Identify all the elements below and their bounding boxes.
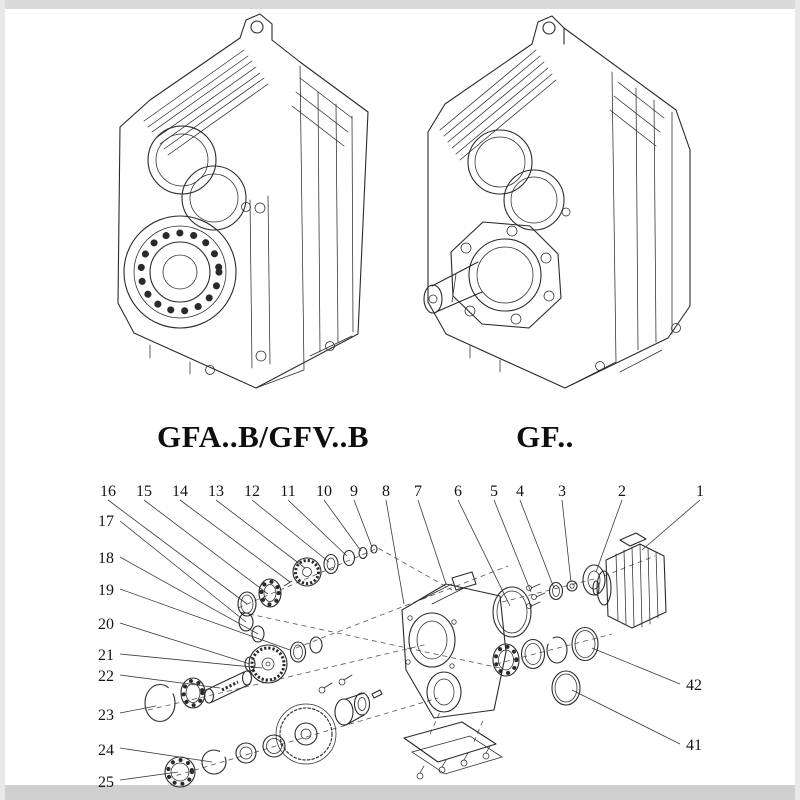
part-intermediate-bearing <box>180 677 206 709</box>
part-cover-screws <box>416 745 491 780</box>
output-shaft <box>423 261 483 314</box>
output-bearing <box>123 215 237 329</box>
part-number-12: 12 <box>244 483 260 500</box>
part-number-5: 5 <box>490 483 498 500</box>
part-seal-ring-small <box>548 581 564 601</box>
part-numbers-right-column: 42 41 <box>686 677 702 754</box>
part-motor-flange <box>582 564 606 596</box>
part-spacer-19 <box>289 641 307 663</box>
part-input-gear <box>283 557 322 587</box>
part-key <box>371 689 383 699</box>
part-number-22: 22 <box>98 668 114 685</box>
part-number-3: 3 <box>558 483 566 500</box>
mounting-feet <box>469 323 681 373</box>
part-number-14: 14 <box>172 483 188 500</box>
part-number-2: 2 <box>618 483 626 500</box>
part-washer-large <box>235 742 257 764</box>
part-number-17: 17 <box>98 513 114 530</box>
exploded-view: 16 15 14 13 12 11 10 9 8 7 6 5 4 3 2 1 1… <box>98 483 704 791</box>
part-number-1: 1 <box>696 483 704 500</box>
part-output-bearing-left <box>164 756 196 788</box>
part-number-18: 18 <box>98 550 114 567</box>
part-number-10: 10 <box>316 483 332 500</box>
part-number-7: 7 <box>414 483 422 500</box>
part-numbers-top-row: 16 15 14 13 12 11 10 9 8 7 6 5 4 3 2 1 <box>100 483 704 500</box>
housing-outline <box>427 27 691 389</box>
side-panel-ribs <box>317 91 354 353</box>
part-spacer-sleeve <box>323 553 339 575</box>
part-ring-18 <box>251 625 265 643</box>
part-bolts-mid <box>318 674 353 694</box>
output-flange <box>450 221 562 329</box>
input-bosses <box>467 129 571 231</box>
lug-hole <box>542 21 556 35</box>
part-number-19: 19 <box>98 582 114 599</box>
part-number-13: 13 <box>208 483 224 500</box>
part-number-6: 6 <box>454 483 462 500</box>
part-number-24: 24 <box>98 742 114 759</box>
part-motor <box>592 532 667 629</box>
part-washer-small <box>342 549 356 567</box>
part-number-11: 11 <box>280 483 295 500</box>
part-input-bearing <box>258 578 282 608</box>
side-panel-ribs <box>635 87 673 351</box>
part-end-plug <box>370 544 378 554</box>
part-circlip-left <box>201 749 227 775</box>
part-snap-ring-large <box>144 683 176 723</box>
part-plug <box>566 580 578 592</box>
model-label-gf: GF.. <box>516 419 574 454</box>
torque-strap <box>249 195 271 369</box>
part-number-20: 20 <box>98 616 114 633</box>
gearbox-drawing-gf <box>423 15 691 389</box>
part-ring-42 <box>571 626 599 662</box>
part-washer-17 <box>238 612 254 632</box>
part-number-15: 15 <box>136 483 152 500</box>
part-cover-plate <box>403 721 503 775</box>
part-circlip-right <box>546 636 568 664</box>
part-number-23: 23 <box>98 707 114 724</box>
part-number-16: 16 <box>100 483 116 500</box>
part-number-42: 42 <box>686 677 702 694</box>
part-numbers-left-column: 17 18 19 20 21 22 23 24 25 <box>98 513 114 791</box>
part-number-8: 8 <box>382 483 390 500</box>
part-flange-bolts <box>526 583 546 609</box>
housing-outline <box>117 37 369 389</box>
part-output-gear <box>275 703 337 765</box>
part-number-9: 9 <box>350 483 358 500</box>
leader-lines <box>107 499 701 781</box>
part-number-41: 41 <box>686 737 702 754</box>
lug-hole <box>250 20 264 34</box>
part-ring-small-mid <box>309 636 323 654</box>
input-bosses <box>147 125 251 231</box>
face-edge <box>255 65 305 389</box>
cooling-fins <box>439 49 665 161</box>
part-number-21: 21 <box>98 647 114 664</box>
part-number-4: 4 <box>516 483 524 500</box>
part-ring-41 <box>551 670 581 706</box>
part-gear-housing <box>401 571 507 719</box>
cooling-fins <box>143 49 353 156</box>
part-hub-sleeve <box>244 656 256 672</box>
part-oil-seal <box>520 638 546 670</box>
part-number-25: 25 <box>98 774 114 791</box>
lifting-lug <box>531 15 565 45</box>
model-label-gfab-gfvb: GFA..B/GFV..B <box>157 419 369 454</box>
part-shaft-seal <box>262 734 286 758</box>
face-edge <box>564 71 617 389</box>
part-hollow-shaft <box>334 692 371 726</box>
part-output-bearing-right <box>492 643 520 677</box>
mounting-feet <box>149 335 353 375</box>
assembly-axis-lines <box>147 547 656 779</box>
gearbox-drawing-gfab-gfvb <box>117 13 369 389</box>
lifting-lug <box>239 13 273 41</box>
part-lock-nut <box>358 546 368 560</box>
part-gasket-ring <box>492 586 532 638</box>
